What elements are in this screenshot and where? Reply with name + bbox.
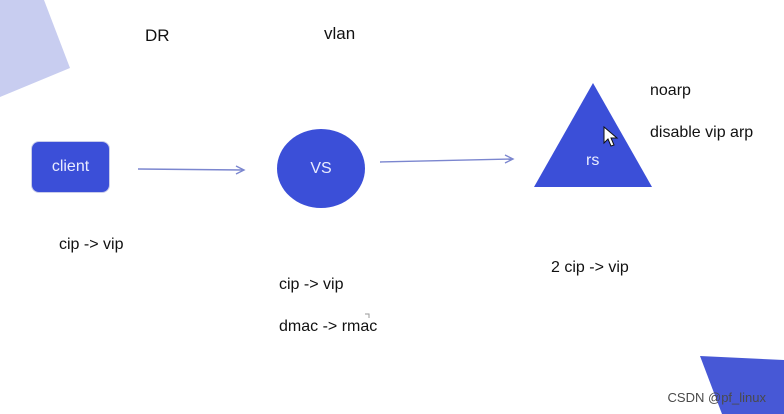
rs-noarp-note: noarp xyxy=(650,82,691,99)
rs-disable-arp-note: disable vip arp xyxy=(650,124,754,141)
text-cursor-mark xyxy=(365,313,370,318)
client-flow-note: cip -> vip xyxy=(59,236,124,253)
vs-flow-note: cip -> vip xyxy=(279,276,344,293)
rs-node-label: rs xyxy=(586,152,600,169)
decor-top-left-shape xyxy=(0,0,70,97)
client-node-label: client xyxy=(51,158,90,175)
diagram-title-vlan: vlan xyxy=(324,24,356,43)
client-node: client xyxy=(32,142,109,192)
arrow-vs-to-rs xyxy=(379,154,515,164)
rs-flow-note: 2 cip -> vip xyxy=(551,259,629,276)
decor-bottom-right-shape xyxy=(700,356,784,414)
arrow-client-to-vs xyxy=(137,165,246,175)
diagram-title-dr: DR xyxy=(145,26,170,45)
vs-node-label: VS xyxy=(310,159,332,177)
watermark: CSDN @pf_linux xyxy=(667,390,766,405)
mouse-cursor-icon xyxy=(603,125,619,147)
vs-node: VS xyxy=(277,129,365,208)
rs-triangle xyxy=(534,83,652,187)
vs-mac-note: dmac -> rmac xyxy=(279,318,378,335)
